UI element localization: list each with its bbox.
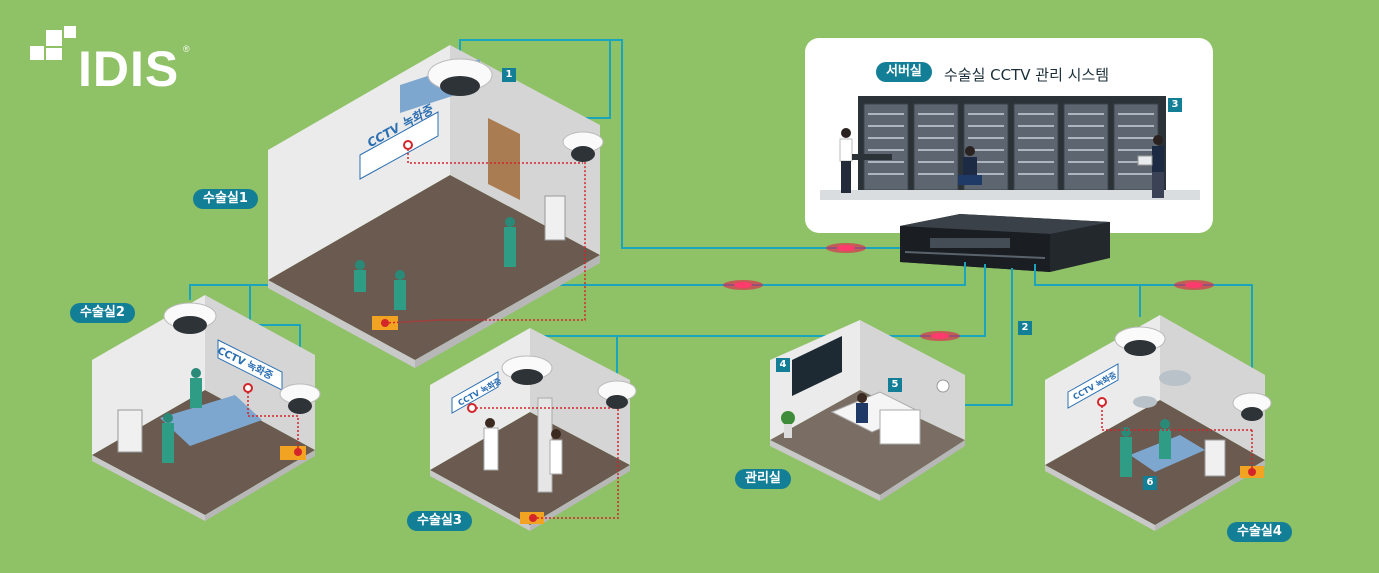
server-room-label: 서버실 <box>876 62 932 82</box>
technician-figures <box>839 128 1164 198</box>
server-racks <box>820 96 1200 200</box>
idis-logo-text: IDIS <box>78 41 180 97</box>
badge-dome-camera: 6 <box>1143 476 1157 490</box>
room-label-or1: 수술실1 <box>193 189 258 209</box>
operating-room-3 <box>430 328 637 531</box>
room-label-control: 관리실 <box>735 469 791 489</box>
control-room <box>770 320 965 501</box>
badge-operator-desk: 5 <box>888 378 902 392</box>
badge-fisheye-camera: 1 <box>502 68 516 82</box>
nvr-recorder <box>900 214 1110 272</box>
room-label-or3: 수술실3 <box>407 511 472 531</box>
badge-network-line: 2 <box>1018 321 1032 335</box>
server-system-title: 수술실 CCTV 관리 시스템 <box>944 66 1110 84</box>
operating-room-4 <box>1045 315 1272 531</box>
room-label-or4: 수술실4 <box>1227 522 1292 542</box>
signal-glows <box>723 243 1214 341</box>
operating-room-2 <box>92 295 321 521</box>
badge-monitor-wall: 4 <box>776 358 790 372</box>
operating-room-1 <box>268 45 604 368</box>
idis-logo-mark <box>30 26 76 72</box>
idis-logo-registered: ® <box>183 44 190 54</box>
badge-server: 3 <box>1168 98 1182 112</box>
room-label-or2: 수술실2 <box>70 303 135 323</box>
